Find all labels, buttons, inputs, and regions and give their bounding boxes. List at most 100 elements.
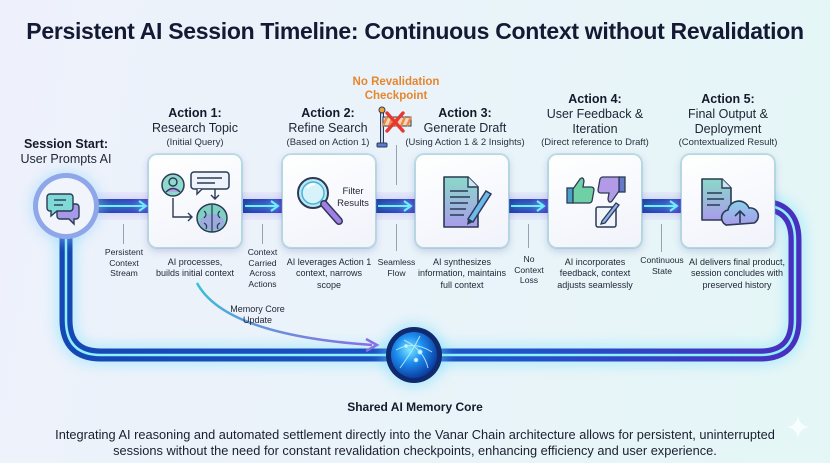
connector-line: Actions <box>248 279 277 290</box>
description-line: AI leverages Action 1 <box>286 257 372 267</box>
description-line: AI delivers final product, <box>688 257 786 267</box>
action-4-note: (Direct reference to Draft) <box>541 137 649 149</box>
action-5-card[interactable] <box>681 154 775 248</box>
checkpoint-label-line1: No Revalidation <box>352 76 440 88</box>
action-2-note: (Based on Action 1) <box>286 136 370 148</box>
arrow-2 <box>245 200 280 212</box>
connector-line: Context <box>514 264 544 275</box>
filter-results-line2: Results <box>337 198 369 210</box>
no-revalidation-checkpoint-label: No Revalidation Checkpoint <box>340 76 452 103</box>
action-2-title: Refine Search <box>288 120 368 135</box>
description-line: AI processes, <box>167 257 223 267</box>
connector-tick <box>528 224 529 248</box>
action-1-title: Research Topic <box>152 120 238 135</box>
connector-line: Context <box>247 247 278 257</box>
page-title: Persistent AI Session Timeline: Continuo… <box>26 18 804 44</box>
connector-line: Context <box>109 257 139 268</box>
action-5-note: (Contextualized Result) <box>678 137 778 149</box>
action-3-description: AI synthesizes information, maintains fu… <box>405 257 519 291</box>
session-start-node[interactable] <box>30 170 102 242</box>
magnifier-icon <box>297 177 343 225</box>
session-start-subtitle: User Prompts AI <box>20 151 112 166</box>
action-1-label: Action 1: <box>168 106 222 120</box>
action-2-heading: Action 2: Refine Search (Based on Action… <box>272 106 384 148</box>
connector-line: Flow <box>387 267 406 278</box>
action-4-description: AI incorporates feedback, context adjust… <box>540 257 650 291</box>
description-line: AI synthesizes <box>432 257 492 267</box>
chat-bubbles-icon <box>46 193 80 226</box>
connector-label-2: Context Carried Across Actions <box>240 247 285 290</box>
description-line: preserved history <box>702 279 772 290</box>
action-3-card[interactable] <box>415 154 509 248</box>
action-5-description: AI delivers final product, session concl… <box>678 257 796 291</box>
connector-line: Carried <box>248 257 277 268</box>
arrow-1 <box>98 200 148 212</box>
action-1-note: (Initial Query) <box>166 136 224 148</box>
connector-line: Persistent <box>104 247 144 257</box>
connector-label-5: Continuous State <box>638 255 686 276</box>
connector-tick <box>396 224 397 251</box>
description-line: context, narrows <box>295 268 363 279</box>
memory-update-line1: Memory Core <box>230 304 285 314</box>
return-loop-highlight <box>64 203 797 357</box>
connector-label-3: Seamless Flow <box>374 257 419 278</box>
memory-update-arc <box>195 282 373 347</box>
footer-caption: Integrating AI reasoning and automated s… <box>30 427 800 458</box>
connector-tick <box>262 224 263 244</box>
session-start-title: Session Start: <box>23 137 109 151</box>
thumbs-up-icon <box>566 177 595 204</box>
action-2-description: AI leverages Action 1 context, narrows s… <box>272 257 386 291</box>
action-4-title-line1: User Feedback & <box>546 106 644 121</box>
connector-line: No <box>523 254 535 264</box>
memory-core-orb[interactable] <box>382 323 446 387</box>
description-line: session concludes with <box>690 268 784 279</box>
action-1-heading: Action 1: Research Topic (Initial Query) <box>140 106 250 148</box>
description-line: AI incorporates <box>564 257 626 267</box>
user-message-brain-icon <box>161 171 230 233</box>
connector-line: Loss <box>519 275 539 286</box>
timeline-arrows <box>98 200 679 212</box>
action-5-title-line2: Deployment <box>694 121 762 136</box>
sparkle-icon <box>786 415 810 439</box>
action-3-note: (Using Action 1 & 2 Insights) <box>405 136 525 148</box>
action-3-heading: Action 3: Generate Draft (Using Action 1… <box>400 106 530 148</box>
memory-core-update-label: Memory Core Update <box>220 304 295 326</box>
connector-tick <box>661 224 662 252</box>
connector-tick <box>396 145 397 185</box>
action-5-title-line1: Final Output & <box>688 106 768 121</box>
action-2-label: Action 2: <box>301 106 355 120</box>
connector-label-4: No Context Loss <box>508 254 550 286</box>
checkpoint-label-line2: Checkpoint <box>364 89 428 102</box>
thumbs-down-icon <box>597 176 626 203</box>
footer-line1: Integrating AI reasoning and automated s… <box>55 427 775 442</box>
action-3-title: Generate Draft <box>423 120 507 135</box>
description-line: feedback, context <box>559 268 631 279</box>
description-line: information, maintains <box>417 268 507 279</box>
document-pen-icon <box>443 176 493 228</box>
connector-line: Continuous <box>640 255 684 265</box>
session-start-heading: Session Start: User Prompts AI <box>10 137 122 167</box>
action-1-card[interactable] <box>148 154 242 248</box>
crossed-out-barrier-icon <box>376 106 413 148</box>
connector-line: Stream <box>110 268 138 279</box>
memory-update-line2: Update <box>242 314 273 325</box>
connector-line: Seamless <box>377 257 416 267</box>
action-3-label: Action 3: <box>438 106 492 120</box>
action-4-heading: Action 4: User Feedback & Iteration (Dir… <box>535 92 655 148</box>
action-2-card[interactable]: Filter Results <box>282 154 376 248</box>
action-4-card[interactable] <box>548 154 642 248</box>
description-line: adjusts seamlessly <box>557 279 633 290</box>
arrow-5 <box>644 200 679 212</box>
filter-results-text: Filter Results <box>333 186 373 211</box>
glowing-globe-icon <box>395 335 433 369</box>
action-5-label: Action 5: <box>701 92 755 106</box>
action-5-heading: Action 5: Final Output & Deployment (Con… <box>668 92 788 148</box>
thumbs-edit-icon <box>566 176 626 228</box>
arrow-3 <box>378 200 413 212</box>
action-1-description: AI processes, builds initial context <box>140 257 250 280</box>
edit-square-icon <box>595 202 620 228</box>
action-4-title-line2: Iteration <box>572 121 618 136</box>
connector-label-1: Persistent Context Stream <box>98 247 150 279</box>
memory-update-arrowhead <box>365 337 380 353</box>
